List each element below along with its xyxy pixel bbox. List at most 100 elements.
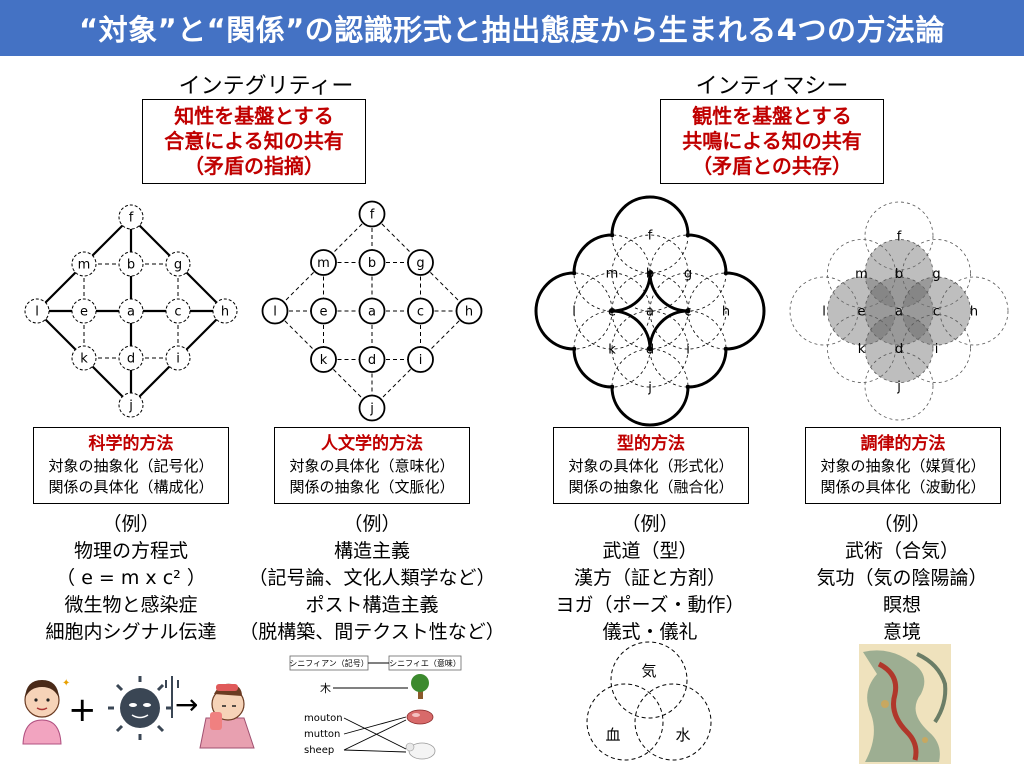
- node-label: h: [465, 305, 473, 320]
- node-label: f: [897, 230, 902, 245]
- method-line: 関係の抽象化（文脈化）: [289, 478, 455, 496]
- node-label: f: [648, 229, 653, 244]
- venn-label: 血: [605, 726, 620, 744]
- node-label: e: [80, 305, 88, 320]
- semiotics-word: mutton: [304, 729, 340, 740]
- principle-line: （矛盾との共存）: [692, 154, 852, 178]
- semiotics-word: mouton: [304, 713, 343, 724]
- node-label: i: [686, 343, 690, 358]
- network-edge: [36, 310, 85, 359]
- outer-circle: [648, 233, 728, 313]
- dashed-circle: [611, 310, 689, 388]
- principle-box-integrity: 知性を基盤とする 合意による知の共有 （矛盾の指摘）: [142, 99, 366, 184]
- node-label: k: [320, 353, 328, 368]
- tree-icon: [411, 674, 429, 699]
- node-label: i: [419, 353, 423, 368]
- venn-label: 水: [675, 726, 690, 744]
- network-node: [310, 297, 337, 325]
- tuning-circle: [864, 201, 934, 271]
- tree-word: 木: [320, 682, 331, 695]
- dashed-circle: [649, 272, 727, 350]
- node-label: a: [368, 305, 376, 320]
- network-node: [310, 249, 337, 276]
- semiotics-diagram: シニフィアン（記号） シニフィエ（意味） 木 mouton mutton she…: [289, 655, 462, 760]
- node-label: b: [646, 267, 654, 282]
- network-node: [407, 346, 434, 373]
- tuning-circle: [864, 239, 934, 308]
- dashed-circle: [611, 272, 689, 350]
- node-label: l: [572, 305, 576, 320]
- node-label: a: [895, 305, 903, 320]
- network-node: [118, 345, 144, 371]
- method-line: 関係の具体化（波動化）: [820, 478, 986, 496]
- method-name: 調律的方法: [860, 434, 946, 454]
- node-label: h: [722, 305, 730, 320]
- example-item: 漢方（証と方剤）: [573, 567, 726, 589]
- node-label: e: [320, 305, 328, 320]
- outer-circle-fill: [652, 313, 724, 385]
- node-label: i: [176, 352, 180, 367]
- network-node: [407, 297, 434, 325]
- tuning-circle: [939, 276, 1009, 346]
- network-node: [165, 345, 191, 371]
- example-item: ヨガ（ポーズ・動作）: [555, 594, 745, 616]
- outer-circle-fill: [576, 237, 648, 309]
- arrow-sign: →: [175, 688, 199, 721]
- dashed-circle: [649, 310, 727, 388]
- plus-sign: +: [68, 690, 97, 730]
- node-label: l: [822, 305, 826, 320]
- node-label: a: [646, 305, 654, 320]
- tuning-circle: [864, 351, 934, 421]
- node-label: b: [368, 256, 376, 271]
- dashed-circle: [687, 272, 765, 350]
- outer-circle: [610, 347, 690, 427]
- node-label: d: [895, 342, 903, 357]
- principle-line: 合意による知の共有: [164, 129, 344, 153]
- node-label: d: [368, 353, 376, 368]
- example-item: 瞑想: [882, 594, 921, 616]
- network-edge: [420, 262, 470, 312]
- network-node: [165, 298, 191, 324]
- method-name: 科学的方法: [88, 434, 174, 454]
- principle-box-intimacy: 観性を基盤とする 共鳴による知の共有 （矛盾との共存）: [660, 99, 884, 184]
- node-label: d: [646, 343, 654, 358]
- examples-humanities: （例） 構造主義 （記号論、文化人類学など） ポスト構造主義 （脱構築、間テクス…: [232, 511, 512, 646]
- network-edge: [130, 216, 179, 265]
- example-head: （例）: [621, 513, 679, 535]
- node-label: c: [417, 305, 424, 320]
- example-item: 意境: [882, 621, 921, 643]
- example-item: 武道（型）: [602, 540, 698, 562]
- network-node: [310, 346, 337, 373]
- examples-kata: （例） 武道（型） 漢方（証と方剤） ヨガ（ポーズ・動作） 儀式・儀礼: [520, 511, 780, 646]
- node-label: c: [174, 305, 181, 320]
- signifie-label: シニフィエ（意味）: [389, 658, 461, 668]
- network-node: [261, 297, 289, 325]
- method-box-kata: 型的方法 対象の具体化（形式化） 関係の抽象化（融合化）: [553, 427, 749, 504]
- method-line: 関係の具体化（構成化）: [48, 478, 214, 496]
- node-label: h: [970, 305, 978, 320]
- meat-icon: [406, 709, 434, 725]
- network-node: [71, 345, 97, 371]
- example-item: 微生物と感染症: [64, 594, 198, 616]
- venn-label: 気: [641, 662, 656, 680]
- node-label: m: [606, 267, 619, 282]
- network-node: [165, 251, 191, 277]
- network-node: [71, 298, 97, 324]
- node-label: f: [129, 211, 134, 226]
- network-edge: [420, 310, 470, 360]
- network-node: [358, 249, 386, 276]
- example-item: 細胞内シグナル伝達: [45, 621, 217, 643]
- method-line: 関係の抽象化（融合化）: [568, 478, 734, 496]
- node-label: j: [128, 399, 133, 414]
- node-label: e: [858, 305, 866, 320]
- principle-line: 共鳴による知の共有: [682, 129, 862, 153]
- node-label: j: [647, 381, 652, 396]
- signifiant-label: シニフィアン（記号）: [289, 658, 369, 668]
- dashed-circle: [611, 196, 689, 274]
- method-box-science: 科学的方法 対象の抽象化（記号化） 関係の具体化（構成化）: [33, 427, 229, 504]
- node-label: m: [78, 258, 91, 273]
- tuning-circle: [827, 314, 896, 383]
- dashed-circle: [573, 272, 651, 350]
- outer-circle: [648, 309, 728, 389]
- sheep-icon: [405, 742, 436, 760]
